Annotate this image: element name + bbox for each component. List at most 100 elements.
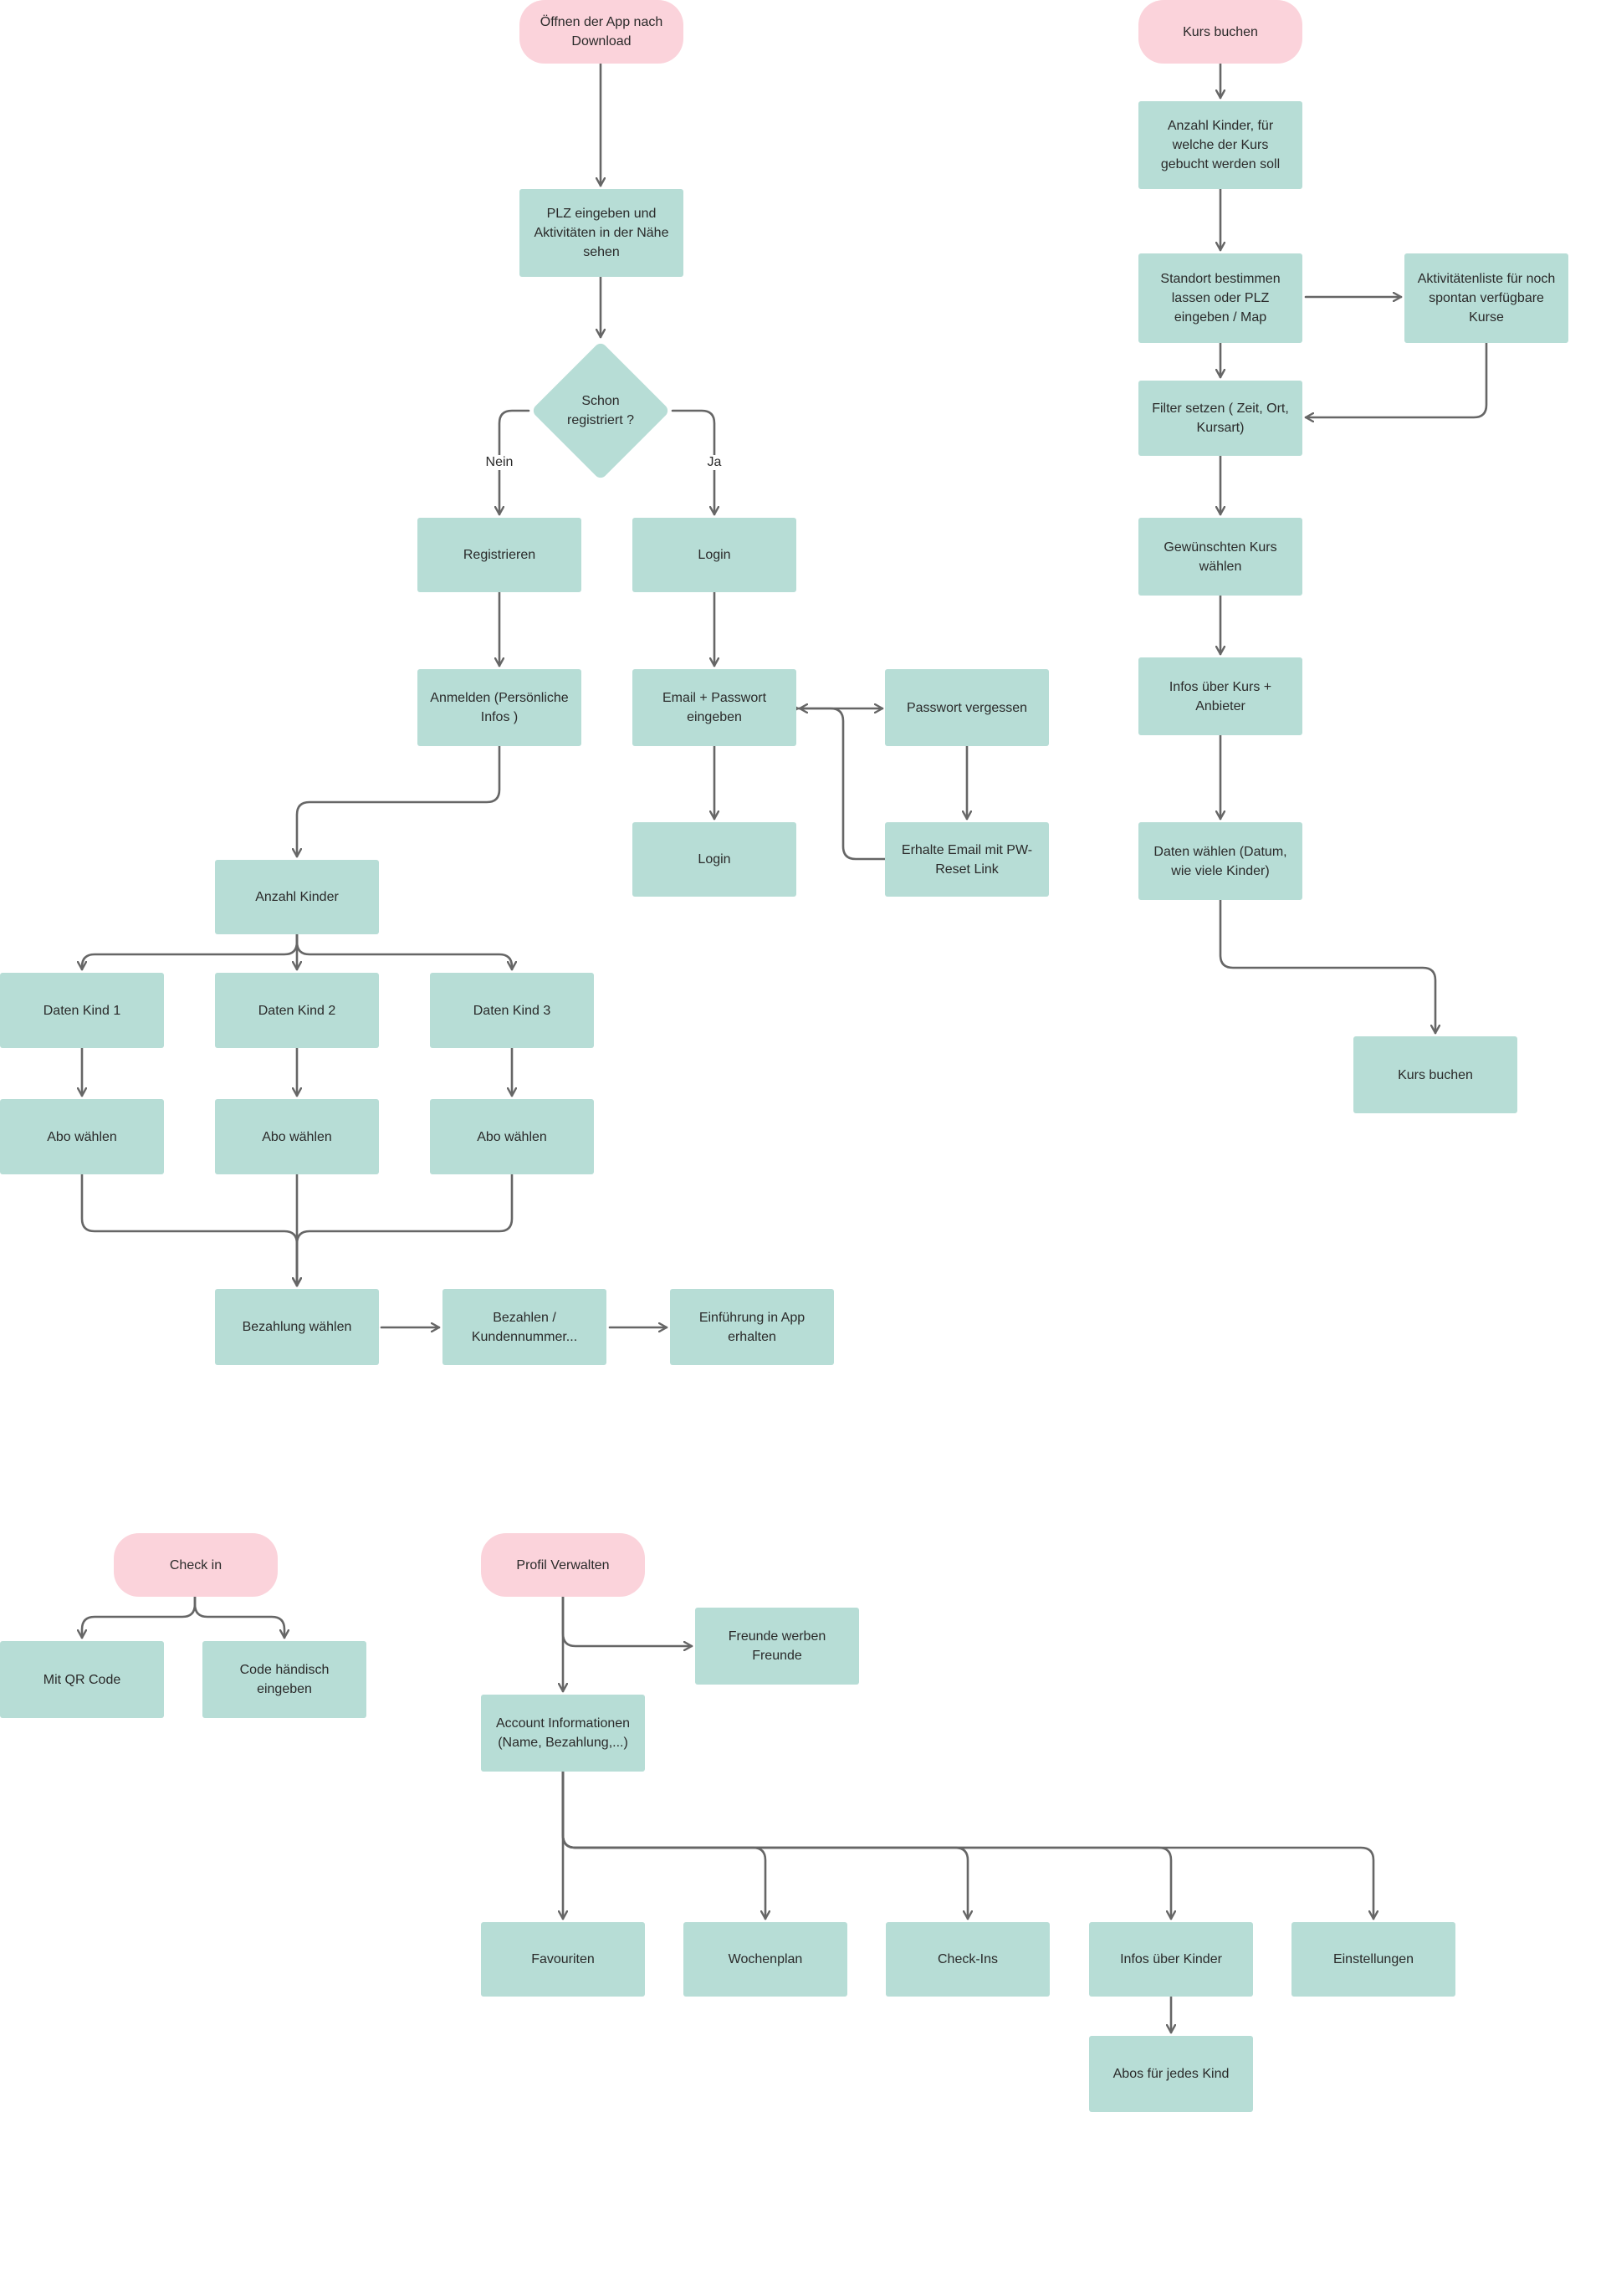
node-friends-label: Freunde werben Freunde [728,1629,826,1663]
node-checkin-label: Check in [169,1557,222,1572]
node-kids-info: Infos über Kinder [1089,1922,1253,1997]
node-filter: Filter setzen ( Zeit, Ort, Kursart) [1138,381,1302,456]
edge-label-yes: Ja [704,455,724,470]
node-choose-date-label: Daten wählen (Datum, wie viele Kinder) [1153,844,1287,878]
node-kid-1-label: Daten Kind 1 [43,1003,121,1018]
node-abo-3: Abo wählen [430,1099,594,1174]
node-code-manual: Code händisch eingeben [202,1641,366,1718]
node-code-manual-label: Code händisch eingeben [239,1663,330,1696]
node-weekplan: Wochenplan [683,1922,847,1997]
edge-account-to-settings [561,1770,1373,1920]
node-password-forgot: Passwort vergessen [885,669,1049,746]
node-abo-2-label: Abo wählen [262,1129,332,1144]
node-kid-3-label: Daten Kind 3 [473,1003,551,1018]
node-registered-label: Schon registriert ? [566,394,635,427]
node-pay-choose: Bezahlung wählen [215,1289,379,1365]
node-kurs-start-label: Kurs buchen [1183,24,1258,39]
node-kid-2: Daten Kind 2 [215,973,379,1048]
node-account-label: Account Informationen (Name, Bezahlung,.… [495,1716,631,1750]
node-kurs-info: Infos über Kurs + Anbieter [1138,657,1302,735]
node-settings: Einstellungen [1291,1922,1455,1997]
node-email-password-label: Email + Passwort eingeben [662,691,767,724]
edge-abo1-to-pay-choose [80,1173,297,1287]
node-plz-label: PLZ eingeben und Aktivitäten in der Nähe… [534,207,669,259]
node-favourites-label: Favouriten [531,1952,595,1966]
node-kids-count-label: Anzahl Kinder [255,890,339,904]
node-kid-1: Daten Kind 1 [0,973,164,1048]
edge-profile-to-friends [561,1595,693,1646]
node-pay: Bezahlen / Kundennummer... [442,1289,606,1365]
node-kurs-info-label: Infos über Kurs + Anbieter [1169,679,1272,713]
node-email-password: Email + Passwort eingeben [632,669,796,746]
node-favourites: Favouriten [481,1922,645,1997]
node-abos-kids-label: Abos für jedes Kind [1112,2067,1230,2081]
node-kid-3: Daten Kind 3 [430,973,594,1048]
node-filter-label: Filter setzen ( Zeit, Ort, Kursart) [1152,401,1289,435]
node-kurs-start: Kurs buchen [1138,0,1302,64]
edge-checkin-to-qr [82,1595,197,1639]
node-kurs-kids: Anzahl Kinder, für welche der Kurs gebuc… [1138,101,1302,189]
node-abo-2: Abo wählen [215,1099,379,1174]
node-choose-date: Daten wählen (Datum, wie viele Kinder) [1138,822,1302,900]
node-spontan-list-label: Aktivitätenliste für noch spontan verfüg… [1417,272,1556,325]
node-reset-email-label: Erhalte Email mit PW-Reset Link [901,842,1033,877]
node-kids-info-label: Infos über Kinder [1120,1952,1222,1966]
node-location-label: Standort bestimmen lassen oder PLZ einge… [1160,272,1281,325]
node-login-final-label: Login [698,852,731,867]
edge-signup-to-kids-count [297,744,501,858]
node-login-final: Login [632,822,796,897]
node-signup: Anmelden (Persönliche Infos ) [417,669,581,746]
node-login: Login [632,518,796,592]
node-registered-decision: Schon registriert ? [529,340,673,481]
node-weekplan-label: Wochenplan [728,1952,803,1966]
node-profile-label: Profil Verwalten [516,1557,610,1572]
node-abo-3-label: Abo wählen [477,1129,547,1144]
node-signup-label: Anmelden (Persönliche Infos ) [430,691,569,724]
node-choose-kurs-label: Gewünschten Kurs wählen [1164,539,1277,574]
edge-account-to-weekplan [561,1770,765,1920]
node-app-open: Öffnen der App nach Download [519,0,683,64]
node-register: Registrieren [417,518,581,592]
node-profile: Profil Verwalten [481,1533,645,1597]
node-friends: Freunde werben Freunde [695,1608,859,1685]
node-choose-kurs: Gewünschten Kurs wählen [1138,518,1302,596]
edge-checkin-to-code [193,1595,284,1639]
node-checkins: Check-Ins [886,1922,1050,1997]
node-kurs-book: Kurs buchen [1353,1036,1517,1113]
node-pay-label: Bezahlen / Kundennummer... [471,1310,578,1344]
edge-kids-count-to-kid3 [295,933,512,971]
node-intro: Einführung in App erhalten [670,1289,834,1365]
edge-kids-count-to-kid1 [82,933,299,971]
node-kid-2-label: Daten Kind 2 [258,1003,336,1018]
node-kurs-kids-label: Anzahl Kinder, für welche der Kurs gebuc… [1160,119,1281,171]
node-reset-email: Erhalte Email mit PW-Reset Link [885,822,1049,897]
node-qr-code: Mit QR Code [0,1641,164,1718]
node-app-open-label: Öffnen der App nach Download [540,15,663,49]
node-intro-label: Einführung in App erhalten [698,1310,806,1344]
edge-abo3-to-pay-choose [297,1173,514,1287]
node-kids-count: Anzahl Kinder [215,860,379,934]
node-settings-label: Einstellungen [1332,1952,1414,1966]
node-abo-1-label: Abo wählen [47,1129,117,1144]
node-location: Standort bestimmen lassen oder PLZ einge… [1138,253,1302,343]
node-kurs-book-label: Kurs buchen [1398,1067,1473,1082]
node-login-label: Login [698,548,731,562]
edge-reset-to-email [798,708,887,861]
edge-spontan-to-filter [1304,341,1488,417]
node-checkins-label: Check-Ins [937,1952,999,1966]
node-account: Account Informationen (Name, Bezahlung,.… [481,1695,645,1772]
edge-registered-to-login [671,409,714,516]
node-pay-choose-label: Bezahlung wählen [242,1320,352,1334]
node-plz: PLZ eingeben und Aktivitäten in der Nähe… [519,189,683,277]
edge-date-to-kurs-book [1219,898,1435,1035]
node-register-label: Registrieren [463,548,536,562]
node-spontan-list: Aktivitätenliste für noch spontan verfüg… [1404,253,1568,343]
node-checkin: Check in [114,1533,278,1597]
edge-account-to-kids-info [561,1770,1171,1920]
edge-label-no: Nein [483,455,516,470]
node-abos-kids: Abos für jedes Kind [1089,2036,1253,2112]
node-abo-1: Abo wählen [0,1099,164,1174]
node-password-forgot-label: Passwort vergessen [906,700,1028,715]
